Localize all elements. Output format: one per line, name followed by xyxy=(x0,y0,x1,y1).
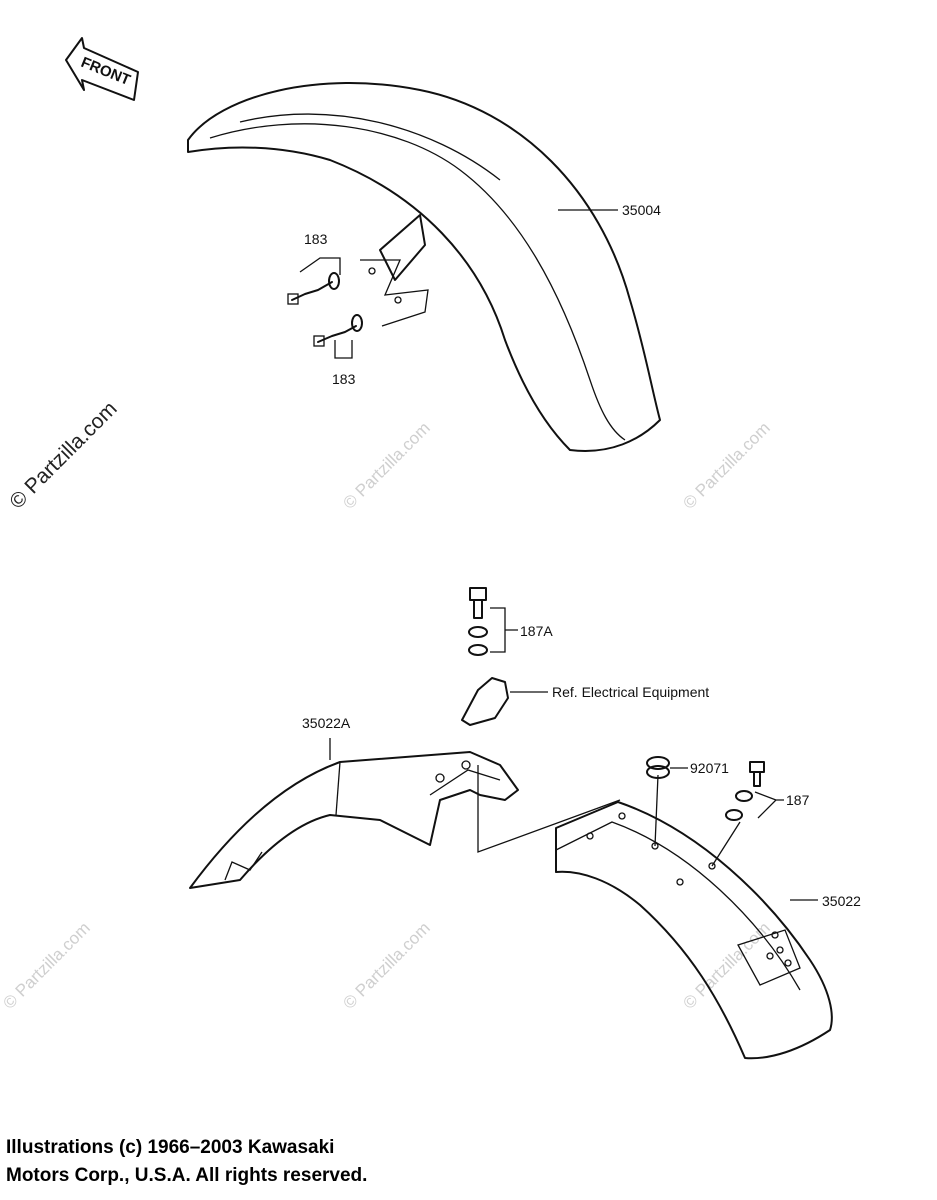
bolt-183-lower-icon xyxy=(313,314,363,347)
part-label-35022a: 35022A xyxy=(302,715,351,731)
rear-fender-front-illustration xyxy=(189,738,519,889)
front-arrow-icon: FRONT xyxy=(65,37,139,101)
part-label-92071: 92071 xyxy=(690,760,729,776)
part-label-187: 187 xyxy=(786,792,810,808)
part-label-187a: 187A xyxy=(520,623,553,639)
rear-fender-illustration xyxy=(555,774,833,1060)
copyright-line-2: Motors Corp., U.S.A. All rights reserved… xyxy=(6,1165,368,1186)
watermark-main: © Partzilla.com xyxy=(5,397,121,513)
watermark: © Partzilla.com xyxy=(0,918,94,1012)
bolt-187-icon xyxy=(725,761,765,821)
front-arrow-label: FRONT xyxy=(79,54,133,89)
watermark: © Partzilla.com xyxy=(339,418,433,512)
part-label-ref-electrical: Ref. Electrical Equipment xyxy=(552,684,709,700)
part-label-35022: 35022 xyxy=(822,893,861,909)
watermark: © Partzilla.com xyxy=(339,918,433,1012)
leader-183-upper xyxy=(299,257,341,275)
grommet-92071-icon xyxy=(646,756,670,779)
bolt-187a-icon xyxy=(468,587,488,656)
leader-187 xyxy=(754,791,784,819)
watermark: © Partzilla.com xyxy=(679,418,773,512)
front-fender-illustration xyxy=(187,82,661,452)
cable-clamp-icon xyxy=(461,677,548,726)
part-label-35004: 35004 xyxy=(622,202,661,218)
copyright-line-1: Illustrations (c) 1966–2003 Kawasaki xyxy=(6,1137,335,1158)
part-label-183-upper: 183 xyxy=(304,231,328,247)
part-label-183-lower: 183 xyxy=(332,371,356,387)
guide-line xyxy=(477,765,621,853)
watermarks: © Partzilla.com © Partzilla.com © Partzi… xyxy=(0,397,774,1013)
leader-183-lower xyxy=(334,340,353,359)
leader-187a xyxy=(490,607,518,653)
bolt-183-upper-icon xyxy=(287,272,340,305)
copyright-notice: Illustrations (c) 1966–2003 Kawasaki Mot… xyxy=(6,1134,367,1190)
